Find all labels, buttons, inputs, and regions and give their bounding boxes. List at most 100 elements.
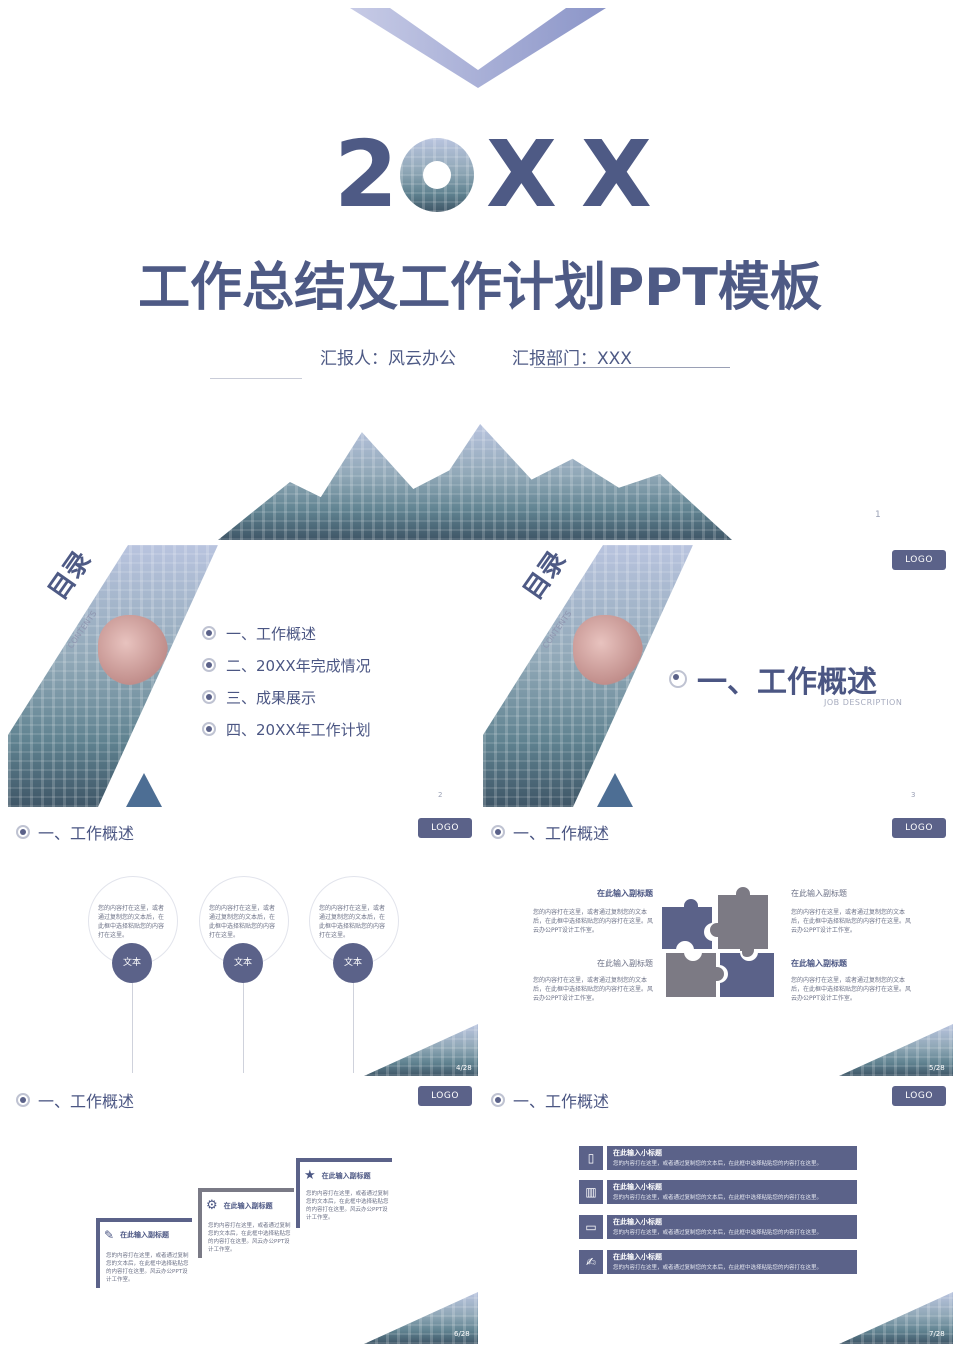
hand-pen-photo (573, 615, 643, 685)
circle-label: 文本 (233, 958, 252, 968)
reporter-label: 汇报人：风云办公 (320, 349, 456, 369)
slide-header: 一、工作概述 (491, 820, 609, 844)
block-text: 您的内容打在这里，或者通过复制您的文本后，在此框中选择粘贴您的内容打在这里。风云… (791, 909, 912, 934)
bar-row: ▥ 在此输入小标题 您的内容打在这里，或者通过复制您的文本后，在此框中选择粘贴您… (579, 1180, 859, 1204)
block-text: 您的内容打在这里，或者通过复制您的文本后，在此框中选择粘贴您的内容打在这里。风云… (533, 977, 654, 1002)
book-icon: ▥ (585, 1185, 597, 1199)
step-card (198, 1188, 294, 1258)
phone-icon: ▯ (587, 1151, 595, 1165)
bar-title: 在此输入小标题 (613, 1218, 662, 1226)
step-header: ✎ 在此输入副标题 (104, 1228, 169, 1242)
step-header: ⚙ 在此输入副标题 (206, 1198, 273, 1213)
top-chevron-decoration (350, 8, 606, 88)
logo-badge: LOGO (892, 1086, 946, 1106)
page-number: 5/28 (929, 1064, 945, 1072)
header-bullet-icon (16, 825, 30, 839)
toc-list: 一、工作概述 二、20XX年完成情况 三、成果展示 四、20XX年工作计划 (202, 617, 371, 745)
circle-card-text: 您的内容打在这里，或者通过复制您的文本后，在此框中选择粘贴您的内容打在这里。 (98, 905, 165, 939)
step-header: ★ 在此输入副标题 (304, 1168, 371, 1183)
mountain-city-image (218, 424, 732, 540)
toc-item[interactable]: 三、成果展示 (202, 681, 371, 713)
toc-item[interactable]: 一、工作概述 (202, 617, 371, 649)
slide-header-title: 一、工作概述 (38, 1092, 135, 1111)
bar-body: 在此输入小标题 您的内容打在这里，或者通过复制您的文本后，在此框中选择粘贴您的内… (607, 1215, 857, 1239)
blue-triangle-decoration (597, 773, 633, 807)
section-title-row: 一、工作概述 (669, 657, 877, 701)
monitor-icon: ▭ (585, 1220, 597, 1234)
note-icon: ✍ (585, 1255, 597, 1269)
block-title: 在此输入副标题 (597, 959, 653, 968)
department-label: 汇报部门：XXX (512, 349, 632, 369)
circle-card-text: 您的内容打在这里，或者通过复制您的文本后，在此框中选择粘贴您的内容打在这里。 (319, 905, 386, 939)
toc-heading-text: 目录 (42, 545, 98, 606)
text-block-bottom-left: 在此输入副标题 (533, 958, 653, 969)
bar-icon-box: ▭ (579, 1215, 603, 1239)
step-card (96, 1218, 192, 1288)
logo-badge: LOGO (418, 1086, 472, 1106)
circle-label-dot: 文本 (223, 943, 263, 983)
toc-bullet-icon (202, 626, 216, 640)
circle-stem (243, 983, 244, 1073)
circle-label-dot: 文本 (333, 943, 373, 983)
toc-item[interactable]: 四、20XX年工作计划 (202, 713, 371, 745)
bar-icon-box: ▥ (579, 1180, 603, 1204)
year-ring-hole (423, 161, 451, 189)
step-title: 在此输入副标题 (321, 1171, 371, 1180)
year-suffix: XX (486, 121, 676, 228)
cover-title: 工作总结及工作计划PPT模板 (138, 258, 822, 318)
bar-title: 在此输入小标题 (613, 1253, 662, 1261)
cover-slide: 2 XX 工作总结及工作计划PPT模板 汇报人：风云办公 汇报部门：XXX 1 (0, 0, 960, 540)
logo-badge: LOGO (892, 550, 946, 570)
bar-icon-box: ✍ (579, 1250, 603, 1274)
puzzle-slide: 一、工作概述 LOGO 在此输入副标题 您的内容打在这里，或者通过复制您的文本后… (483, 812, 953, 1076)
bar-text: 您的内容打在这里，或者通过复制您的文本后，在此框中选择粘贴您的内容打在这里。 (613, 1195, 823, 1201)
bar-body: 在此输入小标题 您的内容打在这里，或者通过复制您的文本后，在此框中选择粘贴您的内… (607, 1250, 857, 1274)
block-title: 在此输入副标题 (597, 889, 653, 898)
circle-card-text: 您的内容打在这里，或者通过复制您的文本后，在此框中选择粘贴您的内容打在这里。 (209, 905, 276, 939)
block-text: 您的内容打在这里，或者通过复制您的文本后，在此框中选择粘贴您的内容打在这里。风云… (533, 909, 654, 934)
circle-stem (353, 983, 354, 1073)
slide-header-title: 一、工作概述 (513, 1092, 610, 1111)
header-bullet-icon (491, 825, 505, 839)
circles-slide: 一、工作概述 LOGO 您的内容打在这里，或者通过复制您的文本后，在此框中选择粘… (8, 812, 478, 1076)
step-card (296, 1158, 392, 1228)
bar-body: 在此输入小标题 您的内容打在这里，或者通过复制您的文本后，在此框中选择粘贴您的内… (607, 1146, 857, 1170)
logo-badge: LOGO (892, 818, 946, 838)
bar-title: 在此输入小标题 (613, 1183, 662, 1191)
section-subtitle: JOB DESCRIPTION (824, 698, 903, 707)
page-number: 2 (438, 791, 443, 799)
slide-header-title: 一、工作概述 (38, 824, 135, 843)
circle-label: 文本 (122, 958, 141, 968)
step-title: 在此输入副标题 (223, 1201, 273, 1210)
section-title: 一、工作概述 (697, 665, 877, 700)
year-prefix: 2 (334, 121, 399, 228)
page-number: 3 (911, 791, 916, 799)
block-text: 您的内容打在这里，或者通过复制您的文本后，在此框中选择粘贴您的内容打在这里。风云… (791, 977, 912, 1002)
puzzle-pieces-graphic (660, 886, 776, 999)
step-title: 在此输入副标题 (120, 1231, 170, 1239)
text-block-top-left: 在此输入副标题 (533, 888, 653, 899)
toc-item-label: 一、工作概述 (226, 624, 317, 643)
section-heading-text: 目录 (517, 545, 573, 606)
logo-badge: LOGO (418, 818, 472, 838)
page-number: 7/28 (929, 1330, 945, 1338)
bar-icon-box: ▯ (579, 1146, 603, 1170)
bar-body: 在此输入小标题 您的内容打在这里，或者通过复制您的文本后，在此框中选择粘贴您的内… (607, 1180, 857, 1204)
bars-slide: 一、工作概述 LOGO ▯ 在此输入小标题 您的内容打在这里，或者通过复制您的文… (483, 1080, 953, 1344)
hand-pen-photo (98, 615, 168, 685)
step-text: 您的内容打在这里，或者通过复制您的文本后，在此框中选择粘贴您的内容打在这里。风云… (106, 1253, 189, 1283)
step-text: 您的内容打在这里，或者通过复制您的文本后，在此框中选择粘贴您的内容打在这里。风云… (208, 1223, 291, 1253)
block-title: 在此输入副标题 (791, 889, 847, 898)
text-block-bottom-right: 在此输入副标题 (791, 958, 911, 969)
bar-text: 您的内容打在这里，或者通过复制您的文本后，在此框中选择粘贴您的内容打在这里。 (613, 1161, 823, 1167)
bar-title: 在此输入小标题 (613, 1149, 662, 1157)
toc-item-label: 二、20XX年完成情况 (226, 656, 371, 675)
edit-icon: ✎ (104, 1228, 115, 1242)
slide-header-title: 一、工作概述 (513, 824, 610, 843)
bar-row: ▯ 在此输入小标题 您的内容打在这里，或者通过复制您的文本后，在此框中选择粘贴您… (579, 1146, 859, 1170)
toc-bullet-icon (202, 658, 216, 672)
bar-text: 您的内容打在这里，或者通过复制您的文本后，在此框中选择粘贴您的内容打在这里。 (613, 1230, 823, 1236)
block-title: 在此输入副标题 (791, 959, 847, 968)
toc-item[interactable]: 二、20XX年完成情况 (202, 649, 371, 681)
toc-item-label: 三、成果展示 (226, 688, 317, 707)
